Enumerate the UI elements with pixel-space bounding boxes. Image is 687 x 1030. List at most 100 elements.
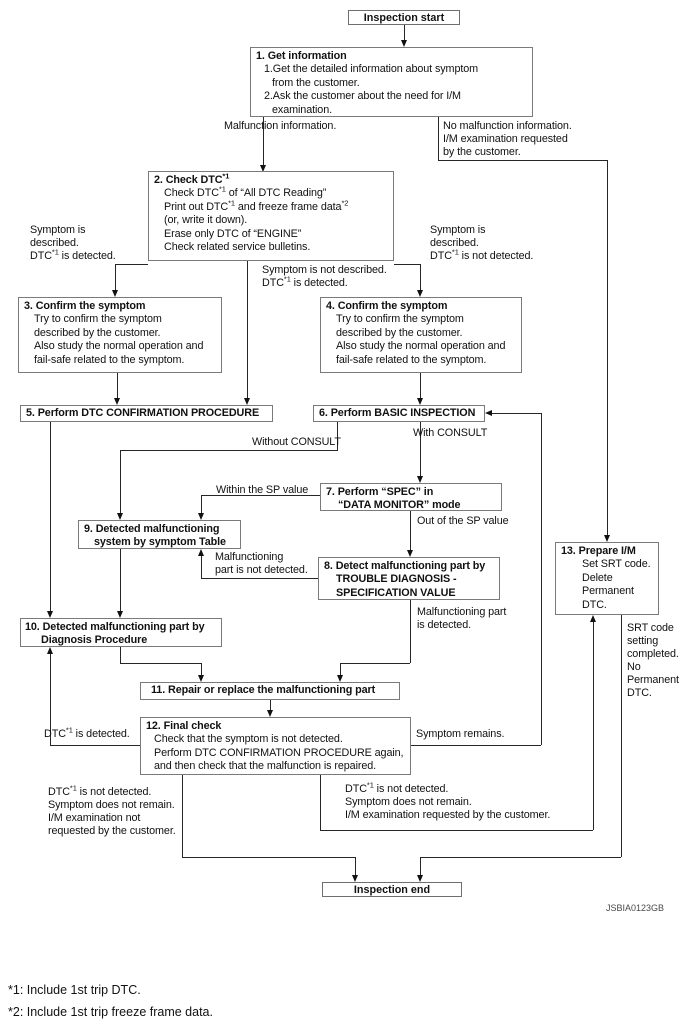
arrowhead-down-icon bbox=[259, 165, 266, 172]
connector-line bbox=[420, 264, 421, 291]
node-line: examination. bbox=[272, 103, 333, 116]
connector-line bbox=[492, 413, 541, 414]
label-line: With CONSULT bbox=[413, 427, 488, 439]
node-line: Perform DTC CONFIRMATION PROCEDURE again… bbox=[154, 746, 404, 759]
label-line: Symptom is bbox=[430, 224, 486, 236]
connector-line bbox=[621, 615, 622, 857]
node-line: from the customer. bbox=[272, 76, 360, 89]
connector-line bbox=[438, 160, 607, 161]
node-title: 8. Detect malfunctioning part by bbox=[324, 560, 486, 572]
arrowhead-left-icon bbox=[485, 409, 492, 416]
footnote-1: *1: Include 1st trip DTC. bbox=[8, 983, 141, 997]
label-line: is detected. bbox=[417, 619, 472, 631]
label-symptom-not-described-dtc-detected: Symptom is not described. DTC*1 is detec… bbox=[262, 264, 387, 290]
connector-line bbox=[320, 775, 321, 830]
connector-line bbox=[201, 495, 202, 514]
connector-line bbox=[201, 495, 320, 496]
node-line: Try to confirm the symptom bbox=[34, 313, 162, 326]
node-line: system by symptom Table bbox=[94, 536, 226, 549]
arrowhead-up-icon bbox=[46, 647, 53, 654]
node-line: Delete bbox=[582, 571, 613, 584]
connector-line bbox=[404, 25, 405, 41]
arrowhead-down-icon bbox=[243, 398, 250, 405]
arrowhead-down-icon bbox=[197, 513, 204, 520]
node-3-confirm-symptom: 3. Confirm the symptom Try to confirm th… bbox=[18, 297, 222, 373]
connector-line bbox=[541, 413, 542, 745]
connector-line bbox=[420, 422, 421, 477]
label-line: No bbox=[627, 661, 641, 673]
arrowhead-down-icon bbox=[111, 290, 118, 297]
node-title: 1. Get information bbox=[256, 50, 347, 62]
connector-line bbox=[320, 830, 593, 831]
node-line: Also study the normal operation and bbox=[336, 340, 506, 353]
node-line: (or, write it down). bbox=[164, 214, 248, 227]
arrowhead-down-icon bbox=[416, 398, 423, 405]
label-line: Symptom does not remain. bbox=[345, 796, 472, 808]
node-title: 13. Prepare I/M bbox=[561, 545, 636, 557]
connector-line bbox=[201, 663, 202, 676]
connector-line bbox=[182, 775, 183, 857]
label-line: Without CONSULT bbox=[252, 436, 341, 448]
label-srt-code-completed: SRT code setting completed. No Permanent… bbox=[627, 622, 679, 700]
connector-line bbox=[607, 160, 608, 536]
node-line: Set SRT code. bbox=[582, 558, 651, 571]
connector-line bbox=[410, 511, 411, 551]
node-title: 4. Confirm the symptom bbox=[326, 300, 448, 312]
label-line: No malfunction information. bbox=[443, 120, 572, 132]
connector-line bbox=[115, 264, 148, 265]
terminal-label: Inspection start bbox=[363, 11, 445, 24]
connector-line bbox=[201, 556, 202, 578]
node-9-malfunctioning-system-symptom-table: 9. Detected malfunctioning system by sym… bbox=[78, 520, 241, 549]
arrowhead-down-icon bbox=[46, 611, 53, 618]
label-dtc-not-detected-im-not-requested: DTC*1 is not detected. Symptom does not … bbox=[48, 784, 176, 838]
node-title: 2. Check DTC*1 bbox=[154, 171, 230, 186]
connector-line bbox=[340, 663, 410, 664]
label-line: I/M examination not bbox=[48, 812, 141, 824]
node-title: 12. Final check bbox=[146, 720, 222, 732]
node-line: 1.Get the detailed information about sym… bbox=[264, 63, 479, 76]
connector-line bbox=[420, 857, 621, 858]
connector-line bbox=[50, 654, 51, 745]
node-10-malfunctioning-part-diagnosis-procedure: 10. Detected malfunctioning part by Diag… bbox=[20, 618, 222, 647]
label-symptom-described-dtc-detected: Symptom is described. DTC*1 is detected. bbox=[30, 224, 116, 263]
label-line: DTC*1 is not detected. bbox=[345, 780, 449, 795]
arrowhead-down-icon bbox=[351, 875, 358, 882]
connector-line bbox=[410, 600, 411, 663]
connector-line bbox=[201, 578, 318, 579]
arrowhead-down-icon bbox=[116, 513, 123, 520]
node-line: fail-safe related to the symptom. bbox=[34, 353, 185, 366]
connector-line bbox=[117, 373, 118, 399]
node-line: fail-safe related to the symptom. bbox=[336, 353, 487, 366]
connector-line bbox=[411, 745, 541, 746]
node-line: described by the customer. bbox=[336, 326, 463, 339]
node-1-get-information: 1. Get information 1.Get the detailed in… bbox=[250, 47, 533, 117]
label-line: setting bbox=[627, 635, 659, 647]
label-line: requested by the customer. bbox=[48, 825, 176, 837]
label-dtc-detected: DTC*1 is detected. bbox=[44, 726, 130, 741]
label-malfunction-information: Malfunction information. bbox=[224, 120, 336, 133]
connector-line bbox=[420, 373, 421, 399]
label-symptom-remains: Symptom remains. bbox=[416, 728, 505, 741]
arrowhead-down-icon bbox=[416, 875, 423, 882]
node-line: 2.Ask the customer about the need for I/… bbox=[264, 90, 461, 103]
node-line: Check related service bulletins. bbox=[164, 241, 311, 254]
label-line: part is not detected. bbox=[215, 564, 308, 576]
node-7-spec-data-monitor: 7. Perform “SPEC” in “DATA MONITOR” mode bbox=[320, 483, 502, 511]
node-line: SPECIFICATION VALUE bbox=[336, 586, 456, 599]
label-line: Symptom does not remain. bbox=[48, 799, 175, 811]
connector-line bbox=[182, 857, 355, 858]
label-out-of-sp-value: Out of the SP value bbox=[417, 515, 509, 528]
connector-line bbox=[337, 422, 338, 451]
node-line: described by the customer. bbox=[34, 326, 161, 339]
connector-line bbox=[593, 622, 594, 830]
node-line: Try to confirm the symptom bbox=[336, 313, 464, 326]
connector-line bbox=[120, 647, 121, 663]
footnote-2: *2: Include 1st trip freeze frame data. bbox=[8, 1005, 213, 1019]
arrowhead-down-icon bbox=[416, 290, 423, 297]
node-title: 5. Perform DTC CONFIRMATION PROCEDURE bbox=[26, 406, 260, 419]
connector-line bbox=[394, 264, 420, 265]
node-line: Also study the normal operation and bbox=[34, 340, 204, 353]
node-line: Erase only DTC of “ENGINE” bbox=[164, 227, 302, 240]
connector-line bbox=[263, 117, 264, 165]
